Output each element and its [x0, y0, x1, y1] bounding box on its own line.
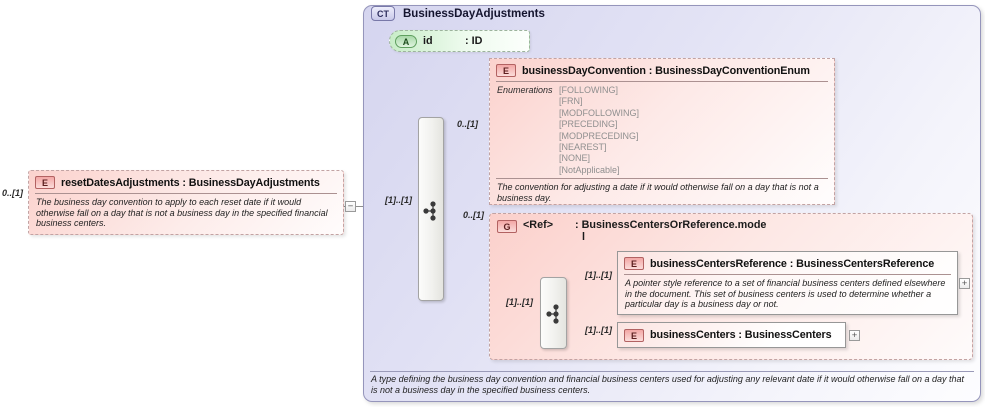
divider [496, 178, 828, 180]
cardinality-label: 0..[1] [463, 210, 485, 220]
element-description: The convention for adjusting a date if i… [497, 182, 819, 203]
sequence-compositor[interactable] [418, 117, 444, 301]
enum-value: [MODFOLLOWING] [559, 107, 640, 118]
enumerations-label: Enumerations [497, 85, 553, 95]
cardinality-label: 0..[1] [457, 119, 479, 129]
group-badge-icon: G [497, 220, 517, 233]
cardinality-label: [1]..[1] [585, 325, 612, 335]
group-type-line: : BusinessCentersOrReference.mode [575, 219, 767, 231]
enum-value: [NEAREST] [559, 142, 607, 153]
element-header: E businessCentersReference : BusinessCen… [618, 252, 957, 273]
enum-value: [FRN] [559, 96, 583, 107]
cardinality-label: [1]..[1] [506, 297, 533, 307]
element-title: resetDatesAdjustments : BusinessDayAdjus… [61, 176, 320, 189]
group-name: <Ref> [523, 219, 554, 231]
expand-button[interactable]: + [959, 278, 970, 289]
attribute-badge-icon: A [395, 34, 417, 48]
enum-value: [PRECEDING] [559, 119, 618, 130]
element-businessCentersReference[interactable]: E businessCentersReference : BusinessCen… [617, 251, 958, 315]
enumerations-list: [FOLLOWING] [FRN] [MODFOLLOWING] [PRECED… [559, 85, 639, 176]
complex-type-badge-icon: CT [371, 6, 395, 21]
attribute-id[interactable]: A id : ID [389, 30, 530, 52]
element-description: The business day convention to apply to … [36, 197, 328, 229]
element-badge-icon: E [496, 64, 516, 77]
cardinality-label: [1]..[1] [385, 195, 412, 205]
expand-button[interactable]: + [849, 330, 860, 341]
element-businessCenters[interactable]: E businessCenters : BusinessCenters [617, 322, 846, 348]
cardinality-label: [1]..[1] [585, 270, 612, 280]
element-title: businessDayConvention : BusinessDayConve… [522, 64, 810, 77]
element-badge-icon: E [624, 257, 644, 270]
element-badge-icon: E [624, 328, 644, 342]
choice-icon [545, 304, 559, 324]
enum-value: [NotApplicable] [559, 164, 620, 175]
element-description: A pointer style reference to a set of fi… [625, 278, 946, 310]
divider [624, 274, 951, 275]
element-header: E resetDatesAdjustments : BusinessDayAdj… [29, 171, 343, 192]
divider [496, 81, 828, 82]
element-resetDatesAdjustments[interactable]: E resetDatesAdjustments : BusinessDayAdj… [28, 170, 344, 235]
group-header: G <Ref> : BusinessCentersOrReference.mod… [490, 214, 972, 243]
group-type: : BusinessCentersOrReference.mode l [575, 219, 767, 243]
collapse-button[interactable]: − [345, 201, 356, 212]
cardinality-label: 0..[1] [2, 188, 24, 198]
complex-type-header: CT BusinessDayAdjustments [371, 6, 545, 21]
divider [370, 371, 974, 372]
element-businessDayConvention[interactable]: E businessDayConvention : BusinessDayCon… [489, 58, 835, 205]
element-title: businessCentersReference : BusinessCente… [650, 257, 935, 270]
group-type-line: l [582, 230, 585, 243]
enumerations-section: Enumerations [FOLLOWING] [FRN] [MODFOLLO… [490, 82, 834, 177]
enum-value: [MODPRECEDING] [559, 130, 639, 141]
sequence-icon [423, 201, 436, 221]
enum-value: [FOLLOWING] [559, 85, 619, 95]
element-title: businessCenters : BusinessCenters [650, 329, 832, 341]
divider [35, 193, 337, 194]
attribute-name: id [423, 35, 433, 47]
complex-type-title: BusinessDayAdjustments [403, 7, 545, 20]
choice-compositor[interactable] [540, 277, 567, 349]
complex-type-annotation: A type defining the business day convent… [371, 374, 965, 395]
element-header: E businessDayConvention : BusinessDayCon… [490, 59, 834, 80]
enum-value: [NONE] [559, 153, 591, 164]
attribute-type: : ID [465, 35, 483, 47]
element-badge-icon: E [35, 176, 55, 189]
